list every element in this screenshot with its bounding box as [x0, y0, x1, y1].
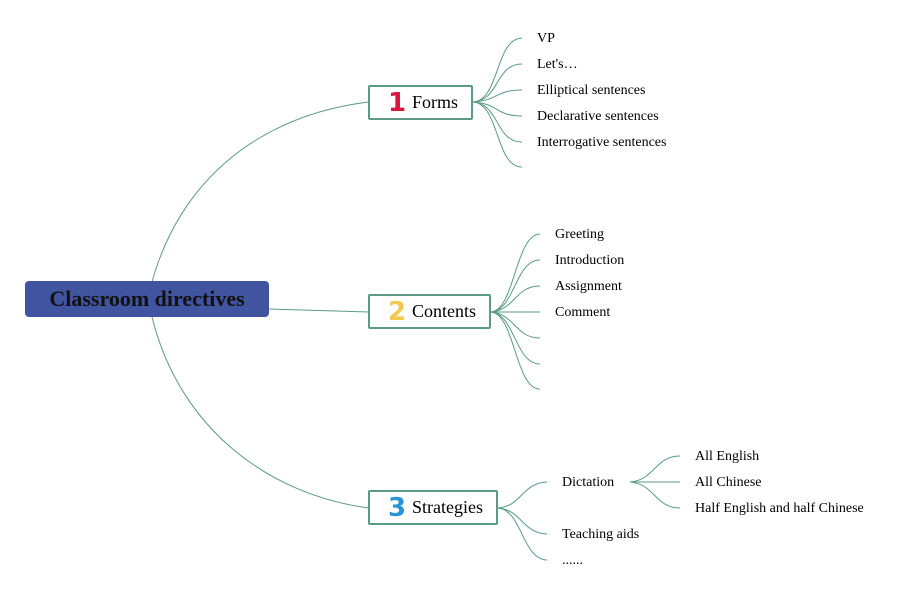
- contents-leaf-links: [490, 233, 541, 390]
- leaf-node[interactable]: Let's…: [537, 57, 578, 72]
- branch-label: Contents: [412, 301, 477, 321]
- root-label: Classroom directives: [49, 286, 245, 311]
- number-three-icon: 3: [388, 492, 407, 523]
- root-to-contents-link: [267, 308, 370, 313]
- leaf-node[interactable]: Comment: [555, 305, 611, 320]
- number-one-icon: 1: [388, 87, 407, 118]
- branch-strategies[interactable]: 3 Strategies: [368, 490, 498, 525]
- strategies-leaf-links: [497, 481, 548, 561]
- leaf-node[interactable]: Interrogative sentences: [537, 135, 667, 150]
- forms-leaf-links: [472, 37, 523, 168]
- root-node[interactable]: Classroom directives: [25, 281, 269, 317]
- branch-forms[interactable]: 1 Forms: [368, 85, 473, 120]
- leaf-node[interactable]: Greeting: [555, 227, 604, 242]
- leaf-node-dictation[interactable]: Dictation: [562, 475, 615, 490]
- branch-label: Strategies: [412, 497, 483, 517]
- leaf-node[interactable]: Elliptical sentences: [537, 83, 646, 98]
- branch-contents[interactable]: 2 Contents: [368, 294, 491, 329]
- leaf-node[interactable]: Teaching aids: [562, 527, 640, 542]
- number-two-icon: 2: [388, 296, 407, 327]
- leaf-node[interactable]: Introduction: [555, 253, 625, 268]
- leaf-node[interactable]: Declarative sentences: [537, 109, 659, 124]
- branch-label: Forms: [412, 92, 459, 112]
- leaf-node[interactable]: ......: [562, 553, 583, 568]
- sub-leaf-node[interactable]: Half English and half Chinese: [695, 501, 864, 516]
- leaf-node[interactable]: VP: [537, 31, 555, 46]
- sub-leaf-node[interactable]: All Chinese: [695, 475, 762, 490]
- leaf-node[interactable]: Assignment: [555, 279, 622, 294]
- sub-leaf-node[interactable]: All English: [695, 449, 760, 464]
- root-to-strategies-link: [151, 316, 370, 509]
- root-to-forms-link: [151, 101, 370, 283]
- dictation-leaf-links: [629, 455, 681, 509]
